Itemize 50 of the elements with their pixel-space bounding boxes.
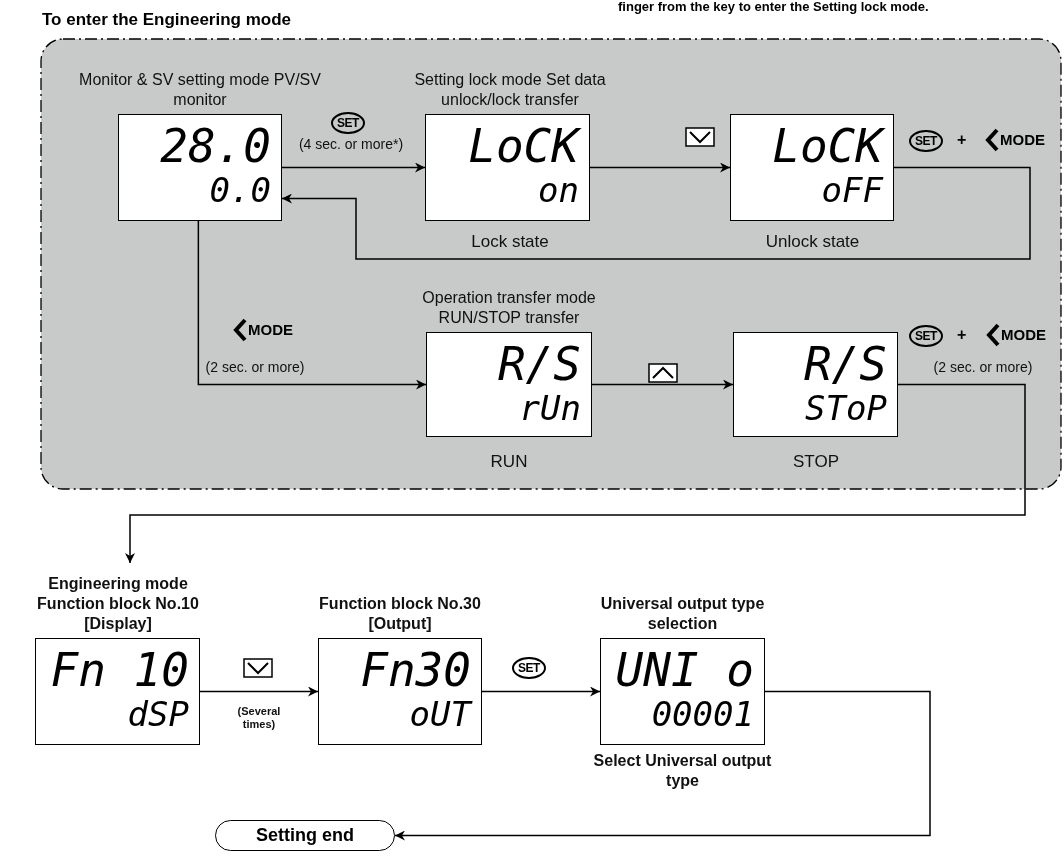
display-readout: Fn 10 (50, 647, 189, 693)
state-caption: Select Universal output type (592, 751, 773, 791)
mode-key-label: MODE (1001, 325, 1046, 345)
display-readout: oUT (409, 697, 471, 731)
edge-label: (2 sec. or more) (932, 359, 1034, 376)
display-readout: dSP (127, 697, 189, 731)
set-key-label: SET (909, 130, 943, 152)
arrow (589, 162, 731, 173)
terminal-box: Setting end (215, 820, 395, 851)
arrow (197, 220, 427, 390)
arrow (394, 690, 931, 841)
display-readout: rUn (519, 391, 581, 425)
edge-label: (Several times) (236, 705, 282, 731)
display-readout: 0.0 (209, 173, 271, 207)
state-caption: Lock state (470, 232, 550, 252)
display-readout: R/S (803, 341, 887, 387)
mode-title: Operation transfer mode RUN/STOP transfer (421, 288, 597, 328)
mode-key-label: MODE (248, 320, 293, 340)
arrow (481, 686, 601, 697)
set-key-label: SET (331, 112, 365, 134)
mode-title: Engineering mode Function block No.10 [Display] (36, 574, 200, 634)
mode-key-label: MODE (1000, 130, 1045, 150)
arrow (125, 383, 1026, 564)
display-readout: UNI o (615, 647, 754, 693)
display-readout: SToP (805, 391, 887, 425)
plus-sign: + (957, 130, 967, 150)
mode-title: Universal output type selection (599, 594, 766, 634)
display-readout: oFF (821, 173, 883, 207)
mode-title: Monitor & SV setting mode PV/SV monitor (78, 70, 322, 110)
note-text: finger from the key to enter the Setting lock mode. (618, 0, 929, 14)
display-readout: 00001 (651, 697, 754, 731)
set-key-label: SET (512, 657, 546, 679)
arrow (281, 162, 426, 173)
display-readout: 28.0 (160, 123, 271, 169)
arrow (281, 166, 1031, 260)
display-readout: Fn30 (360, 647, 471, 693)
plus-sign: + (957, 325, 967, 345)
state-caption: Unlock state (764, 232, 861, 252)
section-heading: To enter the Engineering mode (42, 10, 292, 30)
arrow (199, 686, 319, 697)
mode-title: Function block No.30 [Output] (318, 594, 482, 634)
set-key-label: SET (909, 325, 943, 347)
display-readout: on (538, 173, 579, 207)
state-caption: RUN (489, 452, 529, 472)
edge-label: (4 sec. or more*) (297, 136, 405, 153)
arrow (591, 379, 734, 390)
mode-title: Setting lock mode Set data unlock/lock transfer (413, 70, 607, 110)
edge-label: (2 sec. or more) (204, 359, 306, 376)
display-readout: R/S (497, 341, 581, 387)
state-caption: STOP (792, 452, 840, 472)
